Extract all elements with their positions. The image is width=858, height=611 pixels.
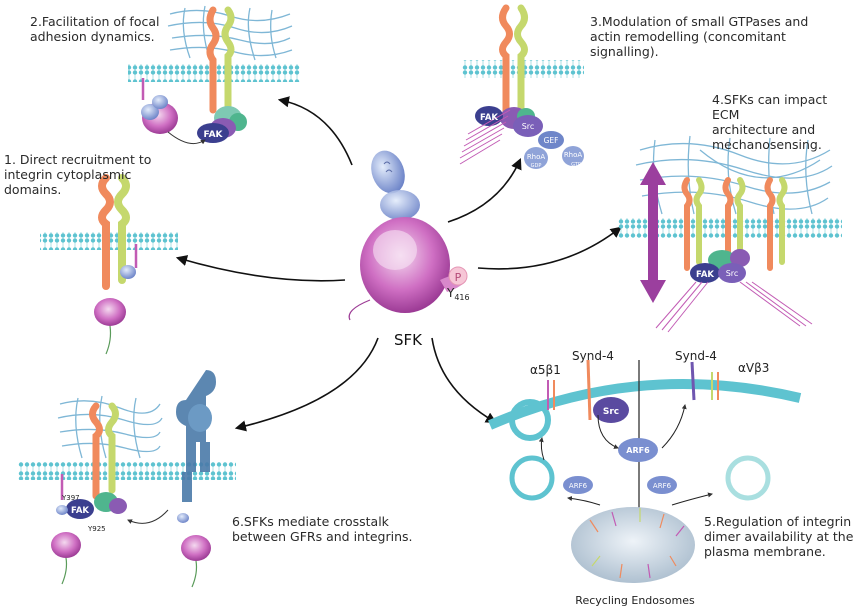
arf6-right-node: [647, 476, 677, 494]
fak-label-p3: FAK: [480, 113, 498, 123]
synd4-right-label: Synd-4: [675, 349, 717, 363]
panel-5-recycling: [488, 359, 802, 583]
a5b1-label: α5β1: [530, 363, 561, 377]
src-node: [593, 397, 629, 423]
sh3-domain: [371, 150, 405, 194]
gtp-label: GTP: [571, 162, 581, 168]
arrow-to-panel-4: [477, 226, 622, 270]
growth-factor-receptor: [176, 370, 216, 502]
fak-node: [475, 106, 503, 126]
flow-arrows: [175, 96, 622, 432]
arf6-node: [618, 438, 658, 462]
alpha-integrin: [206, 6, 220, 114]
caption-2: 2.Facilitation of focal adhesion dynamic…: [30, 14, 160, 44]
recycling-endosome: [571, 507, 695, 583]
y397-label: Y397: [61, 494, 80, 502]
avb3-label: αVβ3: [738, 361, 769, 375]
sfk-protein: [348, 150, 468, 321]
src-label-p3: Src: [522, 122, 535, 131]
fak-label-p4: FAK: [696, 270, 714, 280]
gdp-label: GDP: [531, 163, 542, 169]
caption-3: 3.Modulation of small GTPases and actin …: [590, 14, 809, 59]
sfk-label: SFK: [394, 331, 423, 349]
rhoa-gtp-label: RhoA: [564, 151, 583, 159]
arrow-to-panel-6: [234, 337, 379, 432]
phospho-label: P: [455, 271, 462, 284]
sh2-domain: [380, 190, 420, 220]
phospho-circle: [448, 266, 468, 286]
membrane: [18, 462, 236, 480]
actin-filaments: [459, 109, 511, 165]
gef-node: [538, 131, 564, 149]
src-label-p4: Src: [726, 269, 739, 278]
arrow-to-panel-5: [431, 337, 497, 424]
panel-6-gfr-crosstalk: [18, 370, 236, 588]
panel-3-gtpases: [459, 4, 584, 169]
beta-integrin: [221, 6, 235, 116]
panel-1-direct-recruitment: [40, 174, 178, 355]
synd4-left-label: Synd-4: [572, 349, 614, 363]
fak-label-p2: FAK: [203, 130, 223, 140]
fak-label-p6: FAK: [71, 506, 89, 516]
arrow-to-panel-3: [447, 157, 522, 223]
arrow-to-panel-1: [175, 255, 346, 282]
caption-6: 6.SFKs mediate crosstalk between GFRs an…: [232, 514, 413, 544]
panel-4-ecm-mechanosensing: [618, 135, 842, 333]
panel-2-focal-adhesion: [128, 5, 300, 145]
caption-1: 1. Direct recruitment to integrin cytopl…: [4, 152, 152, 197]
src-label-p5: Src: [603, 407, 619, 417]
fak-node: [197, 123, 229, 143]
force-arrow-up: [640, 162, 666, 244]
endosome-integrins: [589, 508, 685, 579]
caption-5: 5.Regulation of integrin dimer availabil…: [704, 514, 854, 559]
y925-label: Y925: [87, 525, 106, 533]
arf6-label: ARF6: [626, 446, 650, 455]
src-node: [718, 263, 746, 283]
y416-residue: Y416: [446, 286, 470, 302]
recycling-endosomes-label: Recycling Endosomes: [575, 594, 695, 607]
arf6-left-node: [563, 476, 593, 494]
arf6-right-label: ARF6: [653, 482, 672, 490]
caption-4: 4.SFKs can impact ECM architecture and m…: [712, 92, 828, 152]
plasma-membrane-curve: [488, 379, 802, 430]
fak-node: [66, 499, 94, 519]
actin-filaments: [655, 281, 813, 333]
arrow-to-panel-2: [277, 96, 353, 166]
gef-label: GEF: [544, 136, 559, 145]
src-node: [513, 115, 543, 137]
arf6-left-label: ARF6: [569, 482, 588, 490]
rhoa-gdp-label: RhoA: [527, 153, 546, 161]
force-arrow-down: [640, 240, 666, 303]
fak-node: [690, 263, 720, 283]
